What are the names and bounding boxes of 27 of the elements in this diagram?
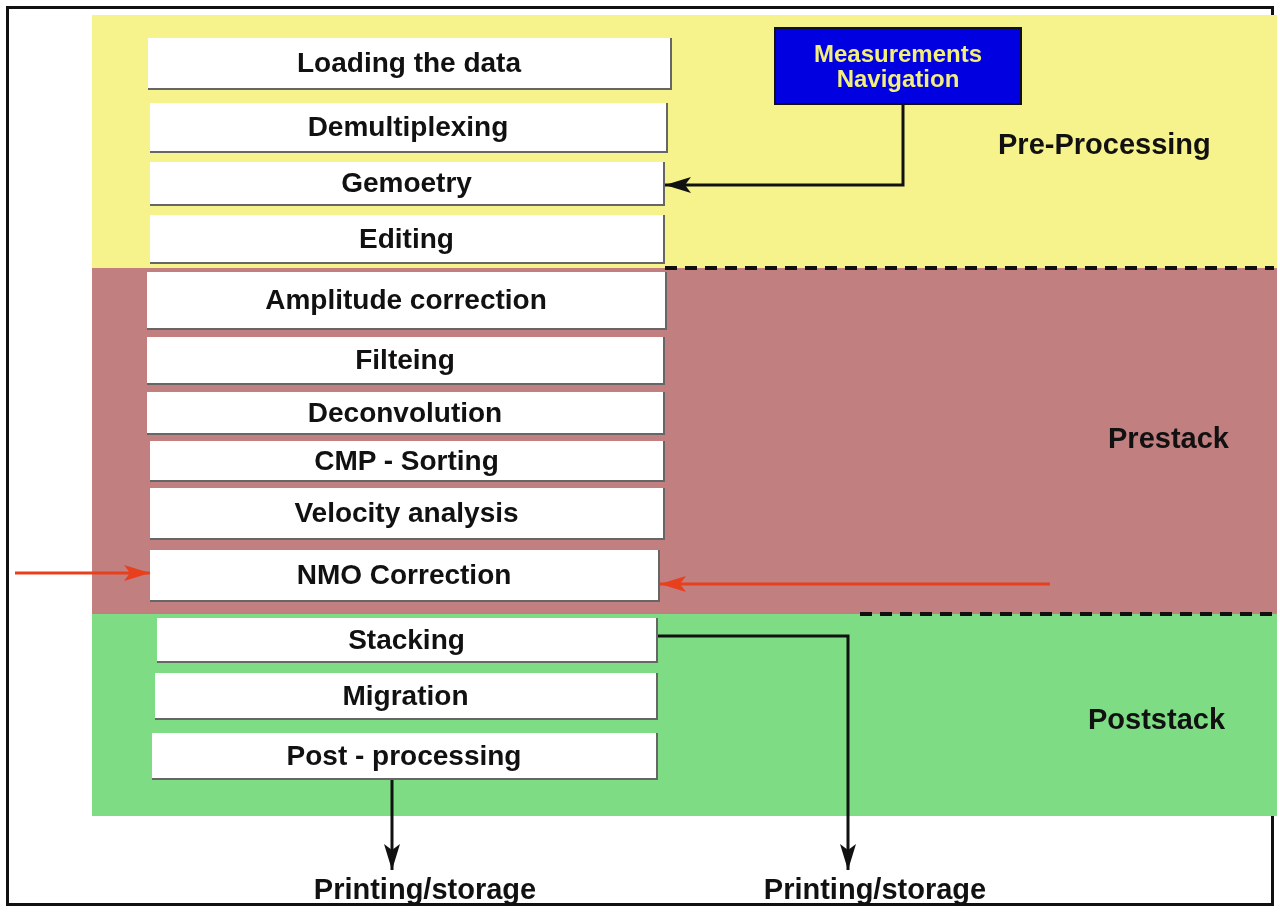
arrow <box>660 576 1050 592</box>
process-box: Filteing <box>147 337 665 385</box>
process-box: Demultiplexing <box>150 103 668 153</box>
process-box: Amplitude correction <box>147 272 667 330</box>
process-box: Stacking <box>157 618 658 663</box>
process-box: NMO Correction <box>150 550 660 602</box>
process-box: Gemoetry <box>150 162 665 206</box>
process-box: Velocity analysis <box>150 488 665 540</box>
stage-band <box>92 268 1277 614</box>
process-box: Migration <box>155 673 658 720</box>
arrow <box>15 565 150 581</box>
stage-band <box>92 15 1277 268</box>
arrow <box>658 634 856 870</box>
input-box: Measurements Navigation <box>774 27 1022 105</box>
stage-band <box>92 614 1277 816</box>
arrow <box>384 780 400 870</box>
stage-label: Poststack <box>1088 703 1225 736</box>
process-box: Deconvolution <box>147 392 665 435</box>
process-box: Loading the data <box>148 38 672 90</box>
output-label: Printing/storage <box>285 870 565 908</box>
stage-label: Prestack <box>1108 422 1229 455</box>
process-box: Editing <box>150 215 665 264</box>
stage-label: Pre-Processing <box>998 128 1211 161</box>
arrow <box>665 105 905 193</box>
output-label: Printing/storage <box>735 870 1015 908</box>
process-box: CMP - Sorting <box>150 441 665 482</box>
process-box: Post - processing <box>152 733 658 780</box>
